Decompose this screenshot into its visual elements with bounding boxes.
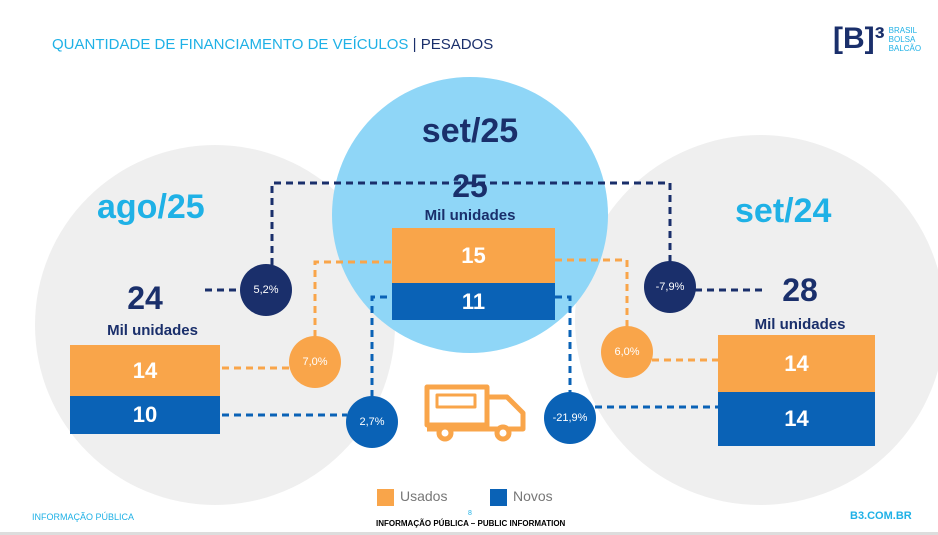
total-ago25: 24: [127, 280, 163, 316]
legend-label: Usados: [400, 488, 448, 504]
legend-usados: Usados: [377, 488, 447, 506]
variation-mom-usados: 7,0%: [289, 336, 341, 388]
page-title: QUANTIDADE DE FINANCIAMENTO DE VEÍCULOS …: [52, 36, 493, 53]
title-separator: |: [412, 36, 417, 53]
variation-mom-total: 5,2%: [240, 264, 292, 316]
footer-public-info: INFORMAÇÃO PÚBLICA – PUBLIC INFORMATION: [376, 519, 566, 528]
bar-usados-set24: 14: [718, 335, 875, 392]
footer-website[interactable]: B3.COM.BR: [850, 510, 912, 522]
total-set25: 25: [452, 168, 488, 204]
b3-logo: [B]³ BRASIL BOLSA BALCÃO: [833, 22, 921, 56]
period-label-set24: set/24: [735, 192, 832, 230]
logo-line: BALCÃO: [888, 43, 922, 53]
legend-label: Novos: [513, 488, 553, 504]
period-label-ago25: ago/25: [97, 188, 205, 226]
title-text: QUANTIDADE DE FINANCIAMENTO DE VEÍCULOS: [52, 36, 409, 53]
legend-novos: Novos: [490, 488, 553, 506]
logo-line: BOLSA: [888, 34, 916, 44]
variation-mom-novos: 2,7%: [346, 396, 398, 448]
variation-yoy-novos: -21,9%: [544, 392, 596, 444]
title-subtitle: PESADOS: [420, 36, 494, 53]
legend-swatch-usados: [377, 488, 394, 506]
logo-mark: [B]³: [833, 22, 885, 55]
period-label-set25: set/25: [421, 112, 519, 150]
legend-swatch-novos: [490, 488, 507, 506]
unit-ago25: Mil unidades: [107, 322, 198, 339]
footer-classification: INFORMAÇÃO PÚBLICA: [32, 512, 135, 522]
unit-set25: Mil unidades: [424, 207, 516, 224]
bar-novos-ago25: 10: [70, 396, 220, 434]
logo-line: BRASIL: [888, 25, 918, 35]
variation-yoy-usados: 6,0%: [601, 326, 653, 378]
bar-usados-ago25: 14: [70, 345, 220, 396]
bar-usados-set25: 15: [392, 228, 555, 283]
page-number: 8: [468, 510, 472, 517]
unit-set24: Mil unidades: [754, 316, 846, 333]
truck-icon: [424, 384, 526, 442]
total-set24: 28: [782, 272, 818, 308]
variation-yoy-total: -7,9%: [644, 261, 696, 313]
bar-novos-set24: 14: [718, 392, 875, 446]
bar-novos-set25: 11: [392, 283, 555, 320]
footer-divider: [0, 532, 938, 535]
